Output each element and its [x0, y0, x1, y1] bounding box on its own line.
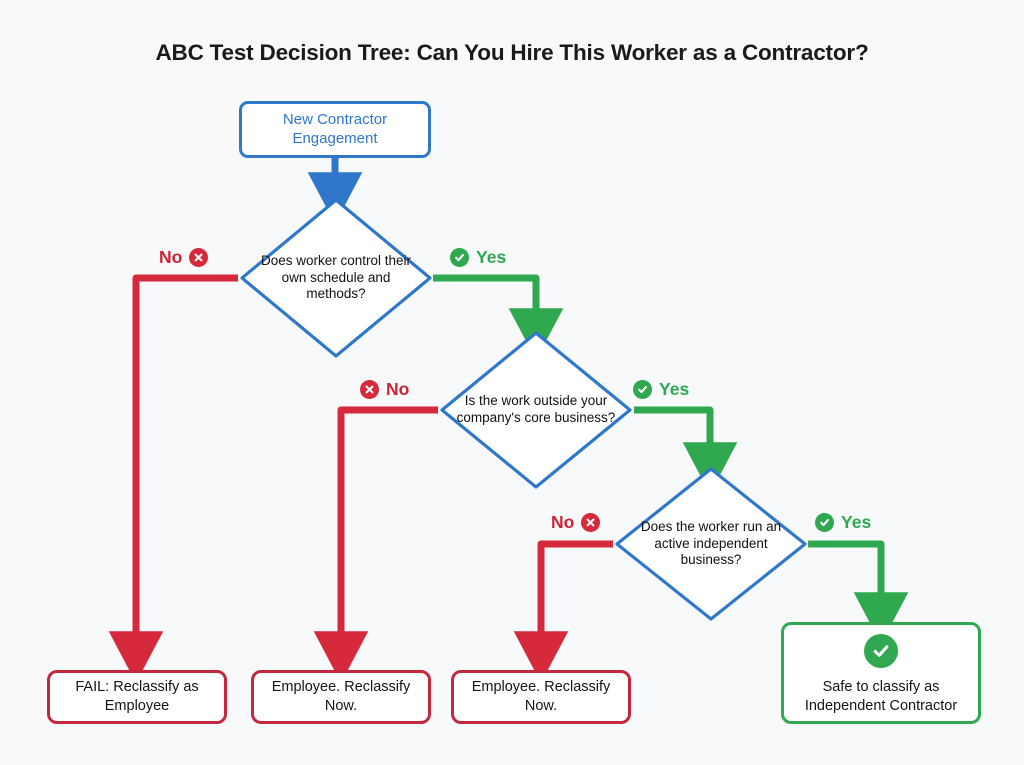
edge-label-no-1: No [159, 247, 209, 268]
x-circle-icon [581, 513, 601, 532]
edge-label-no-3: No [551, 512, 601, 533]
node-decision-2-label: Is the work outside your company's core … [456, 393, 616, 425]
edge-label-no-2: No [360, 379, 409, 400]
edge-label-yes-2-text: Yes [659, 379, 690, 399]
node-decision-2[interactable]: Is the work outside your company's core … [438, 330, 634, 490]
node-decision-1[interactable]: Does worker control their own schedule a… [238, 196, 434, 360]
edge-decision1-no [108, 274, 238, 683]
edge-label-yes-3: Yes [815, 512, 871, 533]
edge-label-yes-2: Yes [633, 379, 689, 400]
decision-1-shape [240, 198, 432, 358]
edge-label-no-3-text: No [551, 512, 575, 532]
check-circle-icon [633, 380, 652, 399]
edge-label-no-2-text: No [386, 379, 410, 399]
edge-decision2-no [313, 406, 438, 683]
check-circle-icon [450, 248, 469, 267]
decision-2-shape [440, 331, 632, 489]
check-circle-icon [815, 513, 834, 532]
node-result-fail-2[interactable]: Employee. Reclassify Now. [251, 670, 431, 724]
node-start[interactable]: New Contractor Engagement [239, 101, 431, 158]
node-result-fail-2-label: Employee. Reclassify Now. [271, 679, 411, 714]
node-decision-1-label: Does worker control their own schedule a… [260, 252, 412, 302]
edge-decision3-no [513, 540, 613, 683]
page-title: ABC Test Decision Tree: Can You Hire Thi… [155, 40, 869, 65]
node-result-pass[interactable]: Safe to classify as Independent Contract… [781, 622, 981, 724]
node-decision-3[interactable]: Does the worker run an active independen… [613, 466, 809, 622]
node-result-pass-label: Safe to classify as Independent Contract… [804, 679, 958, 714]
node-result-fail-3[interactable]: Employee. Reclassify Now. [451, 670, 631, 724]
edge-label-yes-3-text: Yes [841, 512, 872, 532]
node-decision-3-label: Does the worker run an active independen… [640, 518, 782, 568]
node-result-fail-1-label: FAIL: Reclassify as Employee [75, 679, 199, 714]
x-circle-icon [360, 380, 379, 399]
x-circle-icon [189, 248, 209, 267]
edge-decision3-yes [808, 540, 909, 644]
edge-label-yes-1-text: Yes [476, 247, 507, 267]
node-result-fail-1[interactable]: FAIL: Reclassify as Employee [47, 670, 227, 724]
edge-label-yes-1: Yes [450, 247, 506, 268]
decision-3-shape [615, 467, 807, 621]
edge-decision2-yes [634, 406, 738, 494]
edge-label-no-1-text: No [159, 247, 183, 267]
node-start-label: New Contractor Engagement [282, 111, 388, 147]
edge-decision1-yes [433, 274, 564, 360]
check-circle-icon [864, 634, 898, 669]
node-result-fail-3-label: Employee. Reclassify Now. [471, 679, 611, 714]
